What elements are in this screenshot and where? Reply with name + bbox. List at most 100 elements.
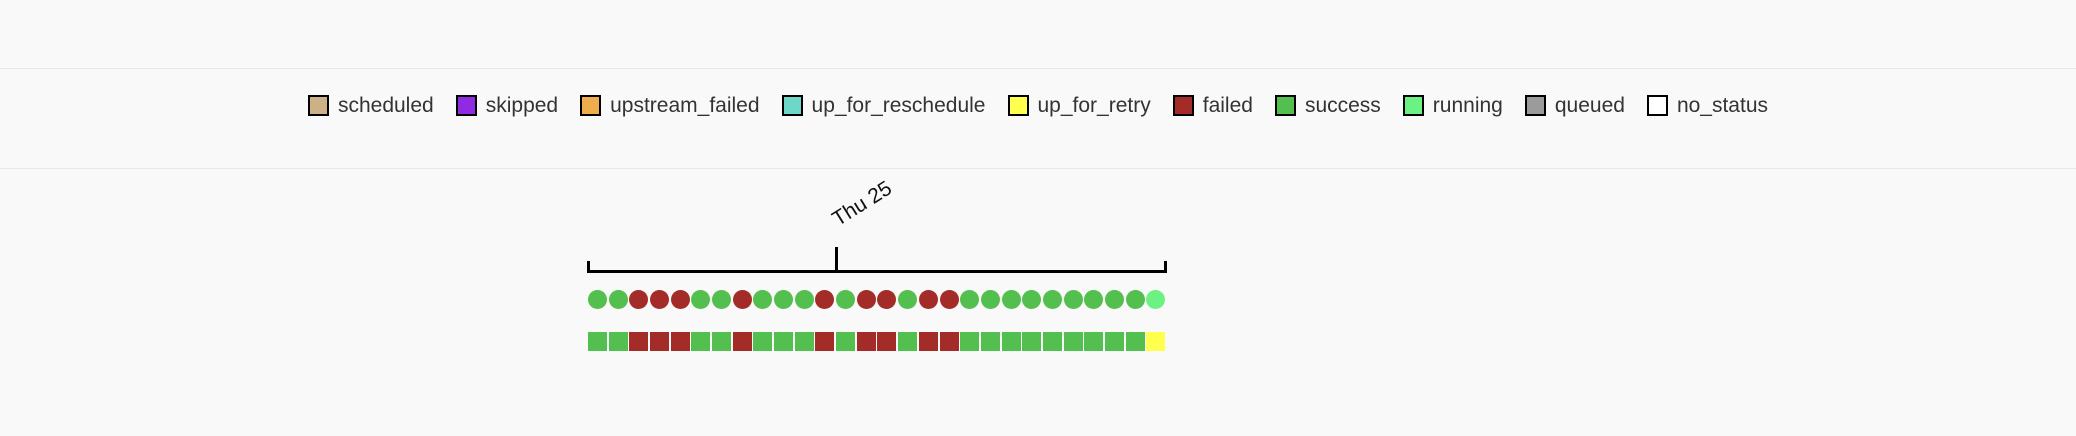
status-marker-success — [898, 289, 918, 309]
legend-item-scheduled[interactable]: scheduled — [307, 95, 434, 116]
task-instance-marker-row — [587, 328, 1166, 354]
status-marker-failed — [856, 331, 876, 351]
task-instance-marker[interactable] — [773, 328, 794, 354]
dag-run-marker[interactable] — [856, 286, 877, 312]
legend-item-running[interactable]: running — [1402, 95, 1503, 116]
task-instance-marker[interactable] — [649, 328, 670, 354]
dag-run-marker[interactable] — [628, 286, 649, 312]
legend-item-success[interactable]: success — [1274, 94, 1381, 117]
legend-item-skipped[interactable]: skipped — [455, 95, 558, 116]
status-marker-failed — [815, 331, 835, 351]
dag-run-marker[interactable] — [1001, 286, 1022, 312]
status-marker-success — [836, 289, 856, 309]
dag-run-marker[interactable] — [918, 286, 939, 312]
legend-item-failed[interactable]: failed — [1172, 95, 1253, 116]
task-instance-marker[interactable] — [732, 328, 753, 354]
status-marker-failed — [629, 289, 649, 309]
task-instance-marker[interactable] — [815, 328, 836, 354]
status-marker-success — [794, 289, 814, 309]
dag-run-marker[interactable] — [1042, 286, 1063, 312]
status-marker-failed — [856, 289, 876, 309]
dag-run-marker[interactable] — [711, 286, 732, 312]
status-marker-failed — [649, 289, 669, 309]
task-instance-marker[interactable] — [628, 328, 649, 354]
dag-run-marker[interactable] — [649, 286, 670, 312]
task-instance-marker[interactable] — [794, 328, 815, 354]
status-marker-failed — [670, 289, 690, 309]
legend-item-label: upstream_failed — [610, 94, 760, 117]
dag-run-marker[interactable] — [877, 286, 898, 312]
task-instance-marker[interactable] — [608, 328, 629, 354]
dag-run-marker[interactable] — [1146, 286, 1167, 312]
status-marker-failed — [732, 331, 752, 351]
dag-run-marker[interactable] — [608, 286, 629, 312]
task-instance-marker[interactable] — [711, 328, 732, 354]
legend-item-label: queued — [1554, 94, 1625, 117]
task-instance-marker[interactable] — [1104, 328, 1125, 354]
dag-run-marker[interactable] — [1021, 286, 1042, 312]
legend-item-no-status[interactable]: no_status — [1646, 94, 1769, 117]
dag-run-marker[interactable] — [753, 286, 774, 312]
task-instance-marker[interactable] — [918, 328, 939, 354]
dag-run-marker[interactable] — [1104, 286, 1125, 312]
dag-run-marker[interactable] — [670, 286, 691, 312]
status-marker-success — [1042, 289, 1062, 309]
task-instance-marker[interactable] — [1021, 328, 1042, 354]
legend-item-queued[interactable]: queued — [1524, 94, 1625, 117]
dag-run-marker[interactable] — [1063, 286, 1084, 312]
status-marker-success — [608, 289, 628, 309]
task-instance-marker[interactable] — [690, 328, 711, 354]
dag-run-marker[interactable] — [587, 286, 608, 312]
task-instance-marker[interactable] — [980, 328, 1001, 354]
dag-run-marker[interactable] — [773, 286, 794, 312]
status-marker-failed — [877, 289, 897, 309]
status-marker-success — [691, 289, 711, 309]
task-instance-marker[interactable] — [753, 328, 774, 354]
status-marker-success — [960, 331, 980, 351]
status-marker-failed — [918, 289, 938, 309]
task-instance-marker[interactable] — [959, 328, 980, 354]
legend-item-label: no_status — [1676, 94, 1769, 117]
legend-item-up-for-retry[interactable]: up_for_retry — [1007, 95, 1151, 116]
dag-run-marker[interactable] — [732, 286, 753, 312]
legend-swatch-up-for-reschedule — [781, 95, 803, 116]
legend-swatch-running — [1402, 95, 1424, 116]
dag-run-marker[interactable] — [1084, 286, 1105, 312]
dag-run-marker[interactable] — [835, 286, 856, 312]
legend-item-up-for-reschedule[interactable]: up_for_reschedule — [781, 94, 986, 117]
status-marker-failed — [649, 331, 669, 351]
dag-run-marker[interactable] — [980, 286, 1001, 312]
task-instance-marker[interactable] — [897, 328, 918, 354]
task-instance-marker[interactable] — [1125, 328, 1146, 354]
task-instance-marker[interactable] — [1063, 328, 1084, 354]
dag-run-marker[interactable] — [897, 286, 918, 312]
x-axis-line — [587, 270, 1167, 273]
task-instance-marker[interactable] — [1042, 328, 1063, 354]
task-instance-marker[interactable] — [939, 328, 960, 354]
status-marker-failed — [939, 331, 959, 351]
legend-item-label: up_for_reschedule — [811, 94, 986, 117]
dag-run-marker[interactable] — [939, 286, 960, 312]
dag-run-marker[interactable] — [690, 286, 711, 312]
status-marker-failed — [670, 331, 690, 351]
status-marker-success — [1084, 331, 1104, 351]
task-instance-marker[interactable] — [1084, 328, 1105, 354]
task-instance-marker[interactable] — [856, 328, 877, 354]
status-marker-success — [1022, 289, 1042, 309]
status-marker-success — [774, 289, 794, 309]
status-marker-success — [1063, 289, 1083, 309]
task-instance-marker[interactable] — [877, 328, 898, 354]
dag-run-marker[interactable] — [959, 286, 980, 312]
task-instance-marker[interactable] — [835, 328, 856, 354]
dag-run-marker[interactable] — [1125, 286, 1146, 312]
task-instance-marker[interactable] — [587, 328, 608, 354]
task-instance-marker[interactable] — [670, 328, 691, 354]
dag-run-marker[interactable] — [794, 286, 815, 312]
legend-item-upstream-failed[interactable]: upstream_failed — [580, 94, 760, 117]
task-instance-marker[interactable] — [1001, 328, 1022, 354]
dag-run-marker[interactable] — [815, 286, 836, 312]
divider-top — [0, 68, 2076, 69]
task-instance-marker[interactable] — [1146, 328, 1167, 354]
legend-item-label: success — [1304, 94, 1381, 117]
status-legend: scheduled skipped upstream_failed up_for_re… — [0, 95, 2076, 116]
